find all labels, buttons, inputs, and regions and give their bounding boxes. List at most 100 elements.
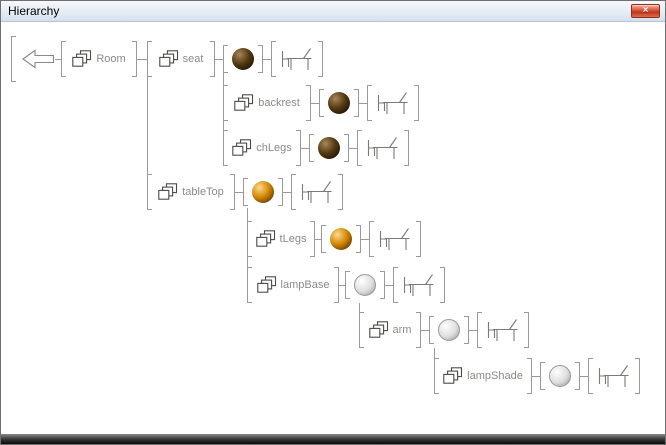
material-sphere-icon	[438, 319, 460, 341]
bracket-left	[223, 130, 228, 166]
shape-node-lampshade[interactable]	[588, 358, 640, 394]
connector-tick	[55, 59, 61, 60]
shape-node-seat[interactable]	[271, 41, 323, 77]
tree-node-chlegs[interactable]: chLegs	[223, 130, 301, 166]
tree-node-tlegs[interactable]: tLegs	[247, 221, 315, 257]
connector-tick	[359, 103, 367, 104]
bracket-right	[464, 316, 469, 344]
tree-node-seat[interactable]: seat	[147, 41, 215, 77]
connector-tick	[339, 285, 345, 286]
shape-node-backrest[interactable]	[367, 85, 419, 121]
connector-tick	[580, 376, 588, 377]
table-model-icon	[279, 46, 315, 72]
connector-tick	[283, 192, 291, 193]
bracket-right	[380, 271, 385, 299]
material-node-lampbase[interactable]	[345, 271, 385, 299]
node-label: lampBase	[280, 279, 330, 291]
bracket-right	[527, 358, 532, 394]
material-sphere-icon	[330, 228, 352, 250]
bracket-left	[429, 316, 434, 344]
tree-node-arm[interactable]: arm	[359, 312, 421, 348]
group-icon	[257, 276, 277, 294]
bracket-right	[404, 130, 409, 166]
connector-tick	[215, 59, 223, 60]
window-title: Hierarchy	[8, 4, 60, 18]
titlebar[interactable]: Hierarchy ×	[1, 1, 665, 22]
node-label: backrest	[258, 97, 300, 109]
tree-node-backrest[interactable]: backrest	[223, 85, 311, 121]
bracket-left	[247, 221, 252, 257]
bracket-right	[132, 41, 137, 77]
node-label: Room	[96, 53, 126, 65]
group-icon	[232, 139, 252, 157]
material-sphere-icon	[328, 92, 350, 114]
bracket-left	[357, 130, 362, 166]
group-icon	[234, 94, 254, 112]
bracket-left	[393, 267, 398, 303]
bracket-right	[310, 221, 315, 257]
close-icon: ×	[642, 5, 649, 16]
bracket-right	[344, 134, 349, 162]
shape-node-tlegs[interactable]	[369, 221, 421, 257]
bracket-right	[354, 89, 359, 117]
shape-node-arm[interactable]	[477, 312, 529, 348]
material-node-lampshade[interactable]	[540, 362, 580, 390]
root-arrow-icon[interactable]	[21, 47, 55, 71]
close-button[interactable]: ×	[631, 4, 660, 18]
bracket-right	[338, 174, 343, 210]
shape-node-lampbase[interactable]	[393, 267, 445, 303]
material-node-chlegs[interactable]	[309, 134, 349, 162]
bracket-right	[230, 174, 235, 210]
bracket-left	[223, 85, 228, 121]
bracket-right	[210, 41, 215, 77]
bracket-left	[309, 134, 314, 162]
bracket-left	[369, 221, 374, 257]
material-sphere-icon	[549, 365, 571, 387]
bracket-left	[477, 312, 482, 348]
bracket-left	[367, 85, 372, 121]
connector-tick	[469, 330, 477, 331]
connector-tick	[385, 285, 393, 286]
table-model-icon	[596, 363, 632, 389]
shape-node-chlegs[interactable]	[357, 130, 409, 166]
tree-node-lampshade[interactable]: lampShade	[434, 358, 532, 394]
connector-line	[147, 77, 148, 174]
node-label: arm	[392, 324, 412, 336]
group-icon	[72, 50, 92, 68]
connector-tick	[361, 239, 369, 240]
node-label: seat	[182, 53, 204, 65]
bracket-right	[334, 267, 339, 303]
connector-tick	[532, 376, 540, 377]
bracket-right	[416, 312, 421, 348]
bracket-left	[291, 174, 296, 210]
bracket-left	[434, 358, 439, 394]
table-model-icon	[365, 135, 401, 161]
root-bracket	[11, 36, 16, 82]
node-label: tLegs	[279, 233, 307, 245]
connector-tick	[421, 330, 429, 331]
material-node-tabletop[interactable]	[243, 178, 283, 206]
material-sphere-icon	[252, 181, 274, 203]
tree-node-lampbase[interactable]: lampBase	[247, 267, 339, 303]
tree-canvas: Room seat backrest	[1, 22, 665, 434]
shape-node-tabletop[interactable]	[291, 174, 343, 210]
material-node-arm[interactable]	[429, 316, 469, 344]
bracket-left	[147, 41, 152, 77]
bracket-right	[318, 41, 323, 77]
connector-tick	[349, 148, 357, 149]
material-node-tlegs[interactable]	[321, 225, 361, 253]
bracket-right	[306, 85, 311, 121]
bottom-bar	[1, 434, 665, 444]
bracket-left	[319, 89, 324, 117]
group-icon	[158, 183, 178, 201]
node-label: tableTop	[182, 186, 224, 198]
bracket-left	[223, 45, 228, 73]
connector-tick	[235, 192, 243, 193]
tree-node-tabletop[interactable]: tableTop	[147, 174, 235, 210]
tree-node-room[interactable]: Room	[61, 41, 137, 77]
material-node-backrest[interactable]	[319, 89, 359, 117]
table-model-icon	[299, 179, 335, 205]
bracket-right	[356, 225, 361, 253]
material-node-seat[interactable]	[223, 45, 263, 73]
bracket-right	[575, 362, 580, 390]
